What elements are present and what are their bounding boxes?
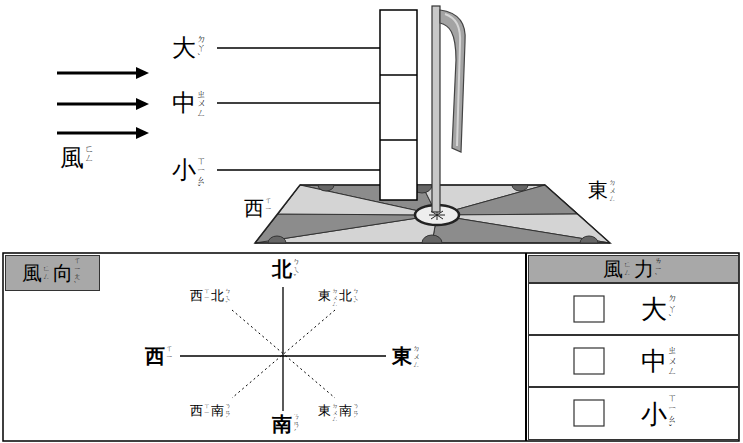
zhuyin: ㄋㄢˊ — [353, 403, 359, 423]
zhuyin: ㄈㄥ — [624, 261, 631, 277]
rose-axis — [282, 287, 283, 411]
zhuyin: ㄒㄧㄠˇ — [197, 157, 206, 195]
direction-label: 北 — [211, 289, 224, 302]
compass-rose — [180, 287, 386, 411]
base-segment — [255, 214, 437, 243]
checkbox — [574, 296, 604, 322]
leader-lines — [217, 48, 380, 170]
arrow-heads — [136, 67, 149, 139]
illustration-label: 大 — [172, 36, 196, 60]
header-cell: 風ㄈㄥ力ㄌㄧˋ — [528, 255, 739, 283]
cell-text: 風 — [603, 259, 623, 279]
zhuyin: ㄋㄢˊ — [225, 403, 231, 423]
zhuyin: ㄌㄧˋ — [655, 257, 662, 281]
direction-label: 南 — [211, 404, 224, 417]
zhuyin: ㄓㄨㄥ — [668, 345, 677, 376]
direction-label: 西 — [145, 346, 165, 366]
arrow-head — [136, 98, 149, 110]
rose-axis — [180, 355, 386, 356]
direction-label: 東 — [318, 289, 331, 302]
zhuyin: ㄈㄥ — [85, 145, 94, 164]
base-bump — [512, 185, 528, 191]
cell-text: 中 — [641, 348, 667, 374]
illustration-label: 小 — [172, 158, 196, 182]
zhuyin: ㄉㄨㄥ — [332, 403, 338, 423]
cell-text: 力 — [634, 259, 654, 279]
vane-pole — [432, 6, 440, 212]
zhuyin: ㄓㄨㄥ — [197, 90, 206, 118]
zhuyin: ㄉㄨㄥ — [332, 288, 338, 308]
zhuyin: ㄅㄟˇ — [225, 288, 231, 308]
checkbox — [574, 348, 604, 374]
compass-diagonals — [232, 310, 335, 398]
scale-frame — [380, 10, 417, 200]
rose-diagonal — [232, 310, 335, 398]
cell-text: 小 — [641, 401, 667, 427]
leader-line — [217, 169, 380, 171]
scale-divider — [380, 139, 417, 141]
illustration-label: 風 — [60, 146, 84, 170]
leader-line — [217, 102, 380, 104]
arrow-shaft — [57, 132, 138, 135]
arrow-head — [136, 67, 149, 79]
direction-label: 西 — [190, 404, 203, 417]
arrow-head — [136, 127, 149, 139]
cell-text: 大 — [641, 296, 667, 322]
cell-text: 向 — [53, 263, 73, 283]
table-frame — [3, 253, 739, 441]
zhuyin: ㄒㄧ — [204, 403, 210, 416]
zhuyin: ㄉㄨㄥ — [413, 345, 420, 369]
zhuyin: ㄒㄧ — [204, 288, 210, 301]
scale-row: 小ㄒㄧㄠˇ — [528, 387, 739, 440]
zhuyin: ㄈㄥ — [43, 265, 50, 281]
checkbox — [574, 400, 604, 426]
direction-label: 東 — [392, 346, 412, 366]
zhuyin: ㄒㄧㄤˋ — [74, 257, 81, 289]
illustration-label: 東 — [588, 180, 608, 200]
zhuyin: ㄒㄧ — [265, 197, 272, 213]
arrow-shaft — [57, 103, 138, 106]
rose-diagonal — [232, 310, 335, 398]
base-bump — [318, 185, 334, 191]
direction-label: 西 — [190, 289, 203, 302]
wind-ribbon — [440, 10, 465, 152]
zhuyin: ㄉㄚˋ — [668, 293, 677, 324]
scale-board — [380, 10, 417, 200]
direction-label: 南 — [272, 414, 292, 434]
arrow-shaft — [57, 72, 138, 75]
wind-arrows — [57, 73, 138, 133]
base-bump — [268, 236, 286, 243]
table-divider — [525, 253, 527, 441]
direction-label: 東 — [318, 404, 331, 417]
scale-divider — [380, 74, 417, 76]
illustration-label: 西 — [244, 198, 264, 218]
base-bump — [422, 235, 442, 243]
zhuyin: ㄒㄧ — [166, 345, 173, 361]
direction-label: 北 — [272, 259, 292, 279]
cell-text: 風 — [22, 263, 42, 283]
zhuyin: ㄋㄢˊ — [293, 413, 300, 437]
zhuyin: ㄉㄨㄥ — [609, 179, 616, 203]
direction-label: 南 — [339, 404, 352, 417]
zhuyin: ㄒㄧㄠˇ — [668, 393, 677, 434]
base-segment — [255, 215, 437, 243]
base-bump — [580, 236, 598, 243]
illustration-label: 中 — [172, 91, 196, 115]
zhuyin: ㄅㄟˇ — [293, 258, 300, 282]
scale-row: 中ㄓㄨㄥ — [528, 335, 739, 387]
header-cell: 風ㄈㄥ向ㄒㄧㄤˋ — [5, 255, 100, 291]
direction-label: 北 — [339, 289, 352, 302]
zhuyin: ㄉㄚˋ — [197, 35, 206, 63]
ribbon-highlight — [445, 14, 460, 146]
zhuyin: ㄅㄟˇ — [353, 288, 359, 308]
scale-row: 大ㄉㄚˋ — [528, 283, 739, 335]
leader-line — [217, 47, 380, 49]
